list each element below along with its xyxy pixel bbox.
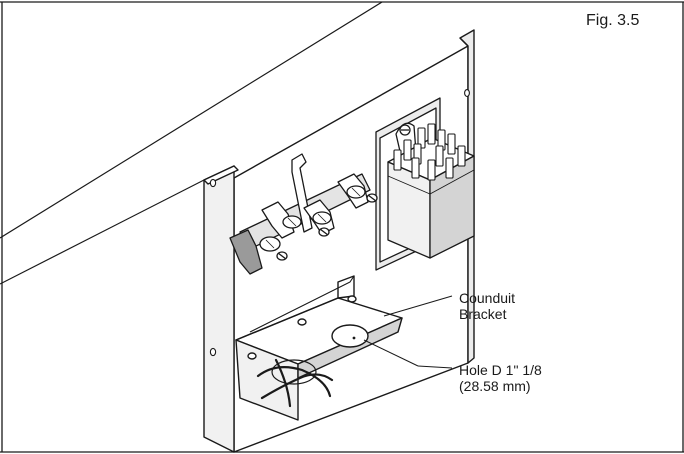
hole-size-label-line2: (28.58 mm) (459, 378, 531, 394)
wires (256, 358, 334, 408)
panel-holes (209, 89, 470, 357)
cabinet-outline (0, 1, 383, 285)
conduit-bracket-label-line2: Bracket (459, 306, 507, 322)
figure-label: Fig. 3.5 (586, 12, 640, 29)
terminal-block (229, 153, 378, 275)
hole-size-label-line1: Hole D 1" 1/8 (459, 362, 542, 378)
leader-lines (363, 295, 453, 369)
relay-terminals (393, 123, 466, 181)
conduit-bracket (235, 275, 403, 421)
conduit-bracket-label-line1: Counduit (459, 290, 516, 306)
